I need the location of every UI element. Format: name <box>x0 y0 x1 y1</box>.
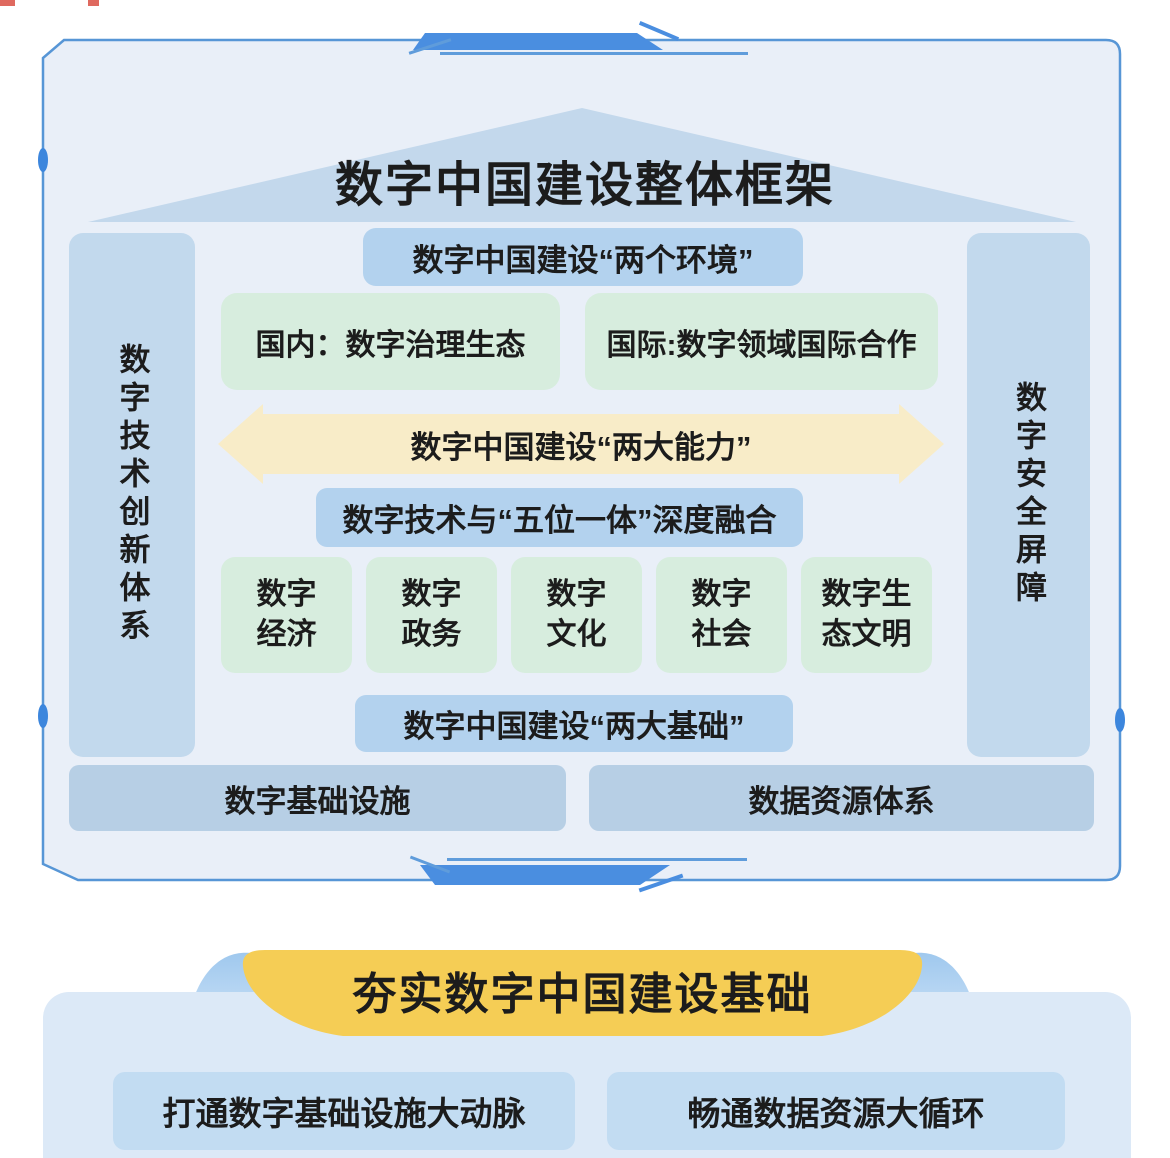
bottom-banner-title: 夯实数字中国建设基础 <box>352 970 813 1019</box>
area-box-government: 数字 政务 <box>366 557 497 673</box>
bottom-edge-underline <box>447 858 747 861</box>
area-box-economy: 数字 经济 <box>221 557 352 673</box>
area-label: 态文明 <box>821 618 912 651</box>
screenshot-artifact <box>0 0 15 6</box>
left-pillar: 数字技术创新体系 <box>69 233 195 757</box>
area-label: 政务 <box>401 618 462 651</box>
bottom-item-infrastructure: 打通数字基础设施大动脉 <box>113 1072 575 1150</box>
area-label: 数字 <box>546 578 607 611</box>
area-label: 文化 <box>546 618 607 651</box>
area-label: 数字 <box>691 578 752 611</box>
fusion-bar: 数字技术与“五位一体”深度融合 <box>316 488 803 547</box>
border-dot <box>38 148 48 172</box>
area-box-culture: 数字 文化 <box>511 557 642 673</box>
area-label: 经济 <box>256 618 317 651</box>
capabilities-double-arrow: 数字中国建设“两大能力” <box>218 404 944 484</box>
area-label: 社会 <box>691 618 752 651</box>
environments-header: 数字中国建设“两个环境” <box>363 228 803 286</box>
top-edge-decoration <box>413 33 663 50</box>
top-edge-underline <box>440 52 748 55</box>
border-dot <box>38 704 48 728</box>
bottom-item-data-circulation: 畅通数据资源大循环 <box>607 1072 1065 1150</box>
foundation-infrastructure-box: 数字基础设施 <box>69 765 566 831</box>
left-pillar-label: 数字技术创新体系 <box>114 343 150 647</box>
frame-title: 数字中国建设整体框架 <box>334 159 835 212</box>
right-pillar-label: 数字安全屏障 <box>1011 381 1046 609</box>
area-label: 数字 <box>401 578 462 611</box>
bottom-edge-decoration <box>420 865 670 885</box>
foundation-data-resources-box: 数据资源体系 <box>589 765 1094 831</box>
environment-international-box: 国际:数字领域国际合作 <box>585 293 938 390</box>
area-box-society: 数字 社会 <box>656 557 787 673</box>
area-box-ecology: 数字生 态文明 <box>801 557 932 673</box>
foundations-header: 数字中国建设“两大基础” <box>355 695 793 752</box>
banner-yellow-ribbon <box>242 950 923 1036</box>
border-dot <box>1115 708 1125 732</box>
screenshot-artifact <box>88 0 99 6</box>
environment-domestic-box: 国内：数字治理生态 <box>221 293 560 390</box>
area-label: 数字生 <box>821 578 912 611</box>
right-pillar: 数字安全屏障 <box>967 233 1090 757</box>
area-label: 数字 <box>256 578 317 611</box>
